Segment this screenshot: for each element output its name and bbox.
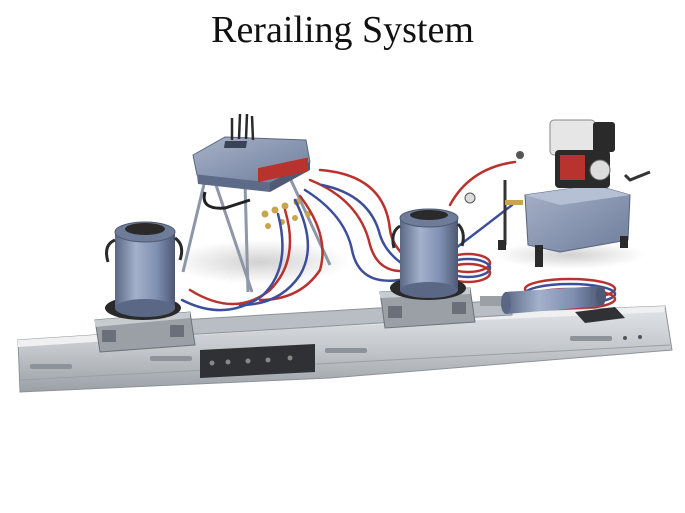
slide-title: Rerailing System [211,9,474,51]
floor-shadow [170,240,350,284]
control-valve-stand [181,113,332,293]
horizontal-push-cylinder [480,286,625,323]
hydraulic-power-pack [464,119,651,267]
left-lifting-jack [94,221,196,353]
floor-shadow [495,241,645,269]
center-lifting-jack [379,208,476,329]
